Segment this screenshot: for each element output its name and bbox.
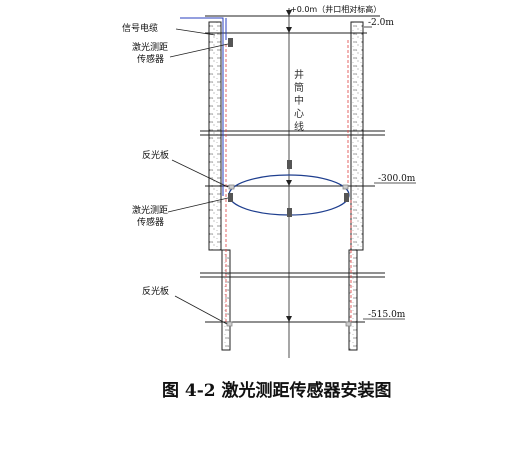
figure-caption: 图 4-2 激光测距传感器安装图 <box>162 381 392 401</box>
sensor-right-mid <box>344 193 349 202</box>
sensor-center-upper <box>287 160 292 169</box>
centerline-char: 线 <box>294 120 304 133</box>
centerline-char: 筒 <box>294 81 304 94</box>
reflector-top-label: 反光板 <box>142 149 169 161</box>
signal-cable-label: 信号电缆 <box>122 22 158 34</box>
reflector-bottom-left <box>226 321 233 327</box>
level-ticks <box>363 26 416 320</box>
centerline-arrows <box>286 10 292 322</box>
sensors <box>228 38 349 217</box>
right-wall-lower <box>348 249 358 351</box>
centerline-char: 心 <box>294 108 304 120</box>
reflector-top-left <box>228 184 235 190</box>
reflector-bottom-label: 反光板 <box>142 285 169 297</box>
centerline-char: 中 <box>294 94 304 107</box>
centerline-char: 井 <box>294 68 304 81</box>
sensor-top <box>228 38 233 47</box>
level-1-label: -2.0m <box>368 18 394 28</box>
break-lines <box>200 130 385 278</box>
centerline-label: 井 筒 中 心 线 <box>294 68 304 133</box>
sensor-top-label-1: 激光测距 <box>132 41 168 53</box>
leader-lines <box>167 28 229 325</box>
reflector-bottom-right <box>345 321 352 327</box>
level-3-label: -515.0m <box>368 310 406 320</box>
sensor-mid-label-1: 激光测距 <box>132 204 168 216</box>
right-wall-upper <box>350 21 364 251</box>
laser-beams <box>225 40 352 322</box>
reflector-top-right <box>342 184 349 190</box>
sensor-mid-label-2: 传感器 <box>137 216 164 228</box>
sensor-center-lower <box>287 208 292 217</box>
signal-cable <box>180 17 227 196</box>
level-top-label: +0.0m（井口相对标高） <box>290 4 381 14</box>
sensor-top-label-2: 传感器 <box>137 53 164 65</box>
level-2-label: -300.0m <box>378 174 416 184</box>
sensor-left-mid <box>228 193 233 202</box>
left-wall-upper <box>208 21 222 251</box>
